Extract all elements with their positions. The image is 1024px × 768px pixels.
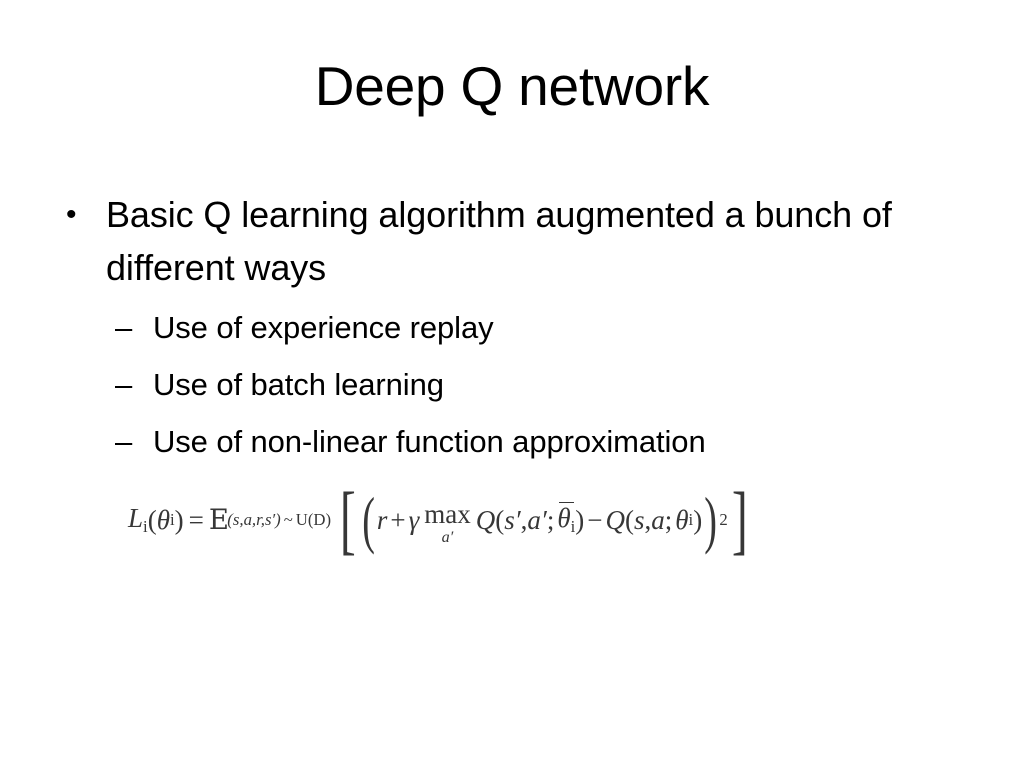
q-target-action: a′ <box>527 504 547 535</box>
q-target-theta-subscript: i <box>570 517 576 537</box>
q-target-theta: θ <box>557 502 571 533</box>
bracket-close: ] <box>731 476 748 563</box>
loss-subscript: i <box>143 517 148 537</box>
q-online-open: ( <box>625 504 634 535</box>
bullet-level2-text: Use of experience replay <box>153 310 494 345</box>
q-online-theta-subscript: i <box>688 510 694 529</box>
q-online-symbol: Q <box>605 504 626 535</box>
q-target-open: ( <box>495 504 505 535</box>
q-online-semicolon: ; <box>664 504 673 535</box>
lhs-open-paren: ( <box>147 504 157 535</box>
bullet-dot-icon: • <box>66 198 77 231</box>
max-limit: a′ <box>441 527 454 546</box>
loss-symbol: Li <box>128 502 148 537</box>
sub-bullet-list: – Use of experience replay – Use of batc… <box>60 299 960 470</box>
lhs-theta-subscript: i <box>169 510 175 529</box>
q-target-comma: , <box>520 504 528 535</box>
q-target-state: s′ <box>504 504 521 535</box>
q-target-close: ) <box>575 504 585 535</box>
q-online-comma: , <box>644 504 652 535</box>
bullet-level1-text: Basic Q learning algorithm augmented a b… <box>106 194 892 288</box>
minus-sign: − <box>587 504 603 535</box>
lhs-theta: θ <box>156 504 170 535</box>
plus-sign: + <box>390 504 406 535</box>
list-item: – Use of experience replay <box>60 299 960 356</box>
list-item: – Use of batch learning <box>60 356 960 413</box>
q-online-close: ) <box>693 504 703 535</box>
paren-open: ( <box>361 484 375 556</box>
expectation-subscript: (s,a,r,s′)~U(D) <box>227 510 332 529</box>
equals-sign: = <box>188 504 204 535</box>
q-online-action: a <box>651 504 665 535</box>
bullet-dash-icon: – <box>115 424 133 459</box>
tilde-symbol: ~ <box>283 510 293 529</box>
list-item: – Use of non-linear function approximati… <box>60 413 960 470</box>
paren-close: ) <box>704 484 718 556</box>
bullet-dash-icon: – <box>115 367 133 402</box>
max-operator: max a′ <box>424 498 471 546</box>
expectation-symbol: E <box>208 504 229 536</box>
bullet-dash-icon: – <box>115 310 133 345</box>
gamma-symbol: γ <box>408 504 420 535</box>
q-online-state: s <box>634 504 645 535</box>
q-target-symbol: Q <box>475 504 496 535</box>
q-target-theta-wrap: θi <box>557 501 576 538</box>
bullet-level2-text: Use of batch learning <box>153 367 444 402</box>
bullet-level1: • Basic Q learning algorithm augmented a… <box>60 188 960 294</box>
q-online-theta: θ <box>675 504 689 535</box>
bracket-open: [ <box>339 476 356 563</box>
max-label: max <box>424 498 471 529</box>
reward-symbol: r <box>376 504 388 535</box>
slide-body: • Basic Q learning algorithm augmented a… <box>60 188 960 470</box>
square-exponent: 2 <box>719 510 728 529</box>
page-title: Deep Q network <box>314 55 710 117</box>
lhs-close-paren: ) <box>174 504 184 535</box>
bullet-level2-text: Use of non-linear function approximation <box>153 424 706 459</box>
distribution-label: U(D) <box>295 510 332 529</box>
q-target-semicolon: ; <box>546 504 555 535</box>
